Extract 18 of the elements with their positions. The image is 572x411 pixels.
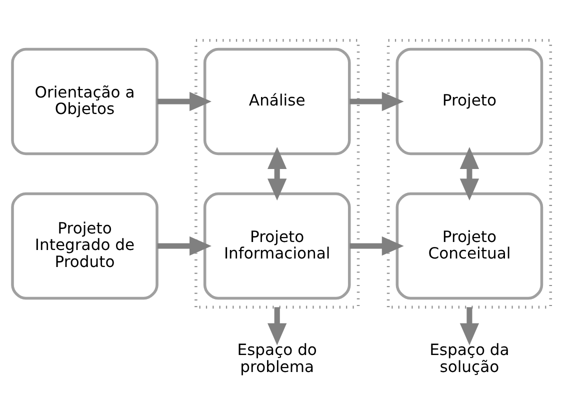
node-box: Projeto Integrado de Produto [11,192,158,300]
arrow [460,306,480,345]
node-text: Espaço do problema [237,340,317,376]
node-box: Orientação a Objetos [11,47,158,155]
node-box: Análise [203,47,351,155]
arrow [350,236,404,256]
arrow [268,306,287,345]
arrow [157,91,212,111]
node-box: Projeto Informacional [203,192,351,300]
arrow [350,91,404,111]
cluster [386,38,552,308]
node-box: Projeto [396,47,544,155]
arrow [460,146,480,200]
node-box: Projeto Conceitual [396,192,544,300]
node-text: Espaço da solução [430,340,510,376]
arrow [268,146,287,200]
arrow [157,236,212,256]
cluster [194,38,360,308]
